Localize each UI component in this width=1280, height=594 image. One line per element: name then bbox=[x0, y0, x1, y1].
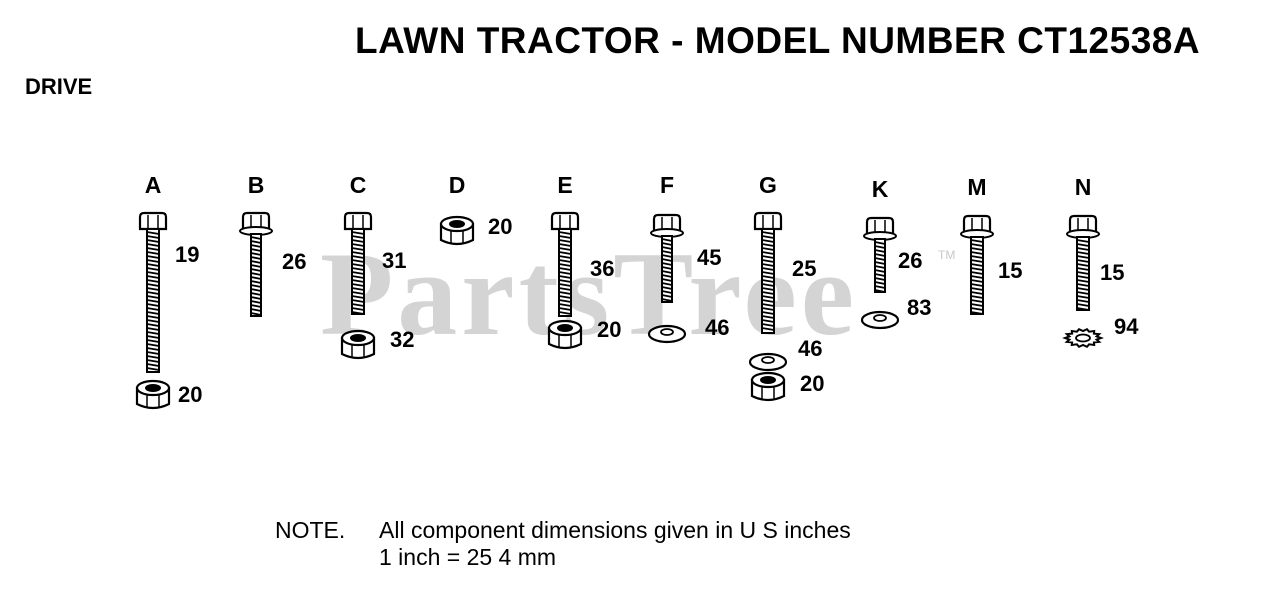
part-ref-number: 46 bbox=[705, 315, 729, 340]
hardware-group-a: A 19 20 bbox=[135, 172, 202, 410]
hardware-group-c: C 31 32 bbox=[340, 172, 414, 360]
group-letter: A bbox=[145, 172, 162, 198]
part-ref-number: 32 bbox=[390, 327, 414, 352]
group-letter: E bbox=[557, 172, 572, 198]
part-ref-number: 36 bbox=[590, 256, 614, 281]
group-letter: N bbox=[1075, 174, 1092, 200]
note: NOTE. All component dimensions given in U… bbox=[275, 517, 851, 571]
hardware-group-n: N 15 94 bbox=[1062, 174, 1139, 349]
lock-nut bbox=[439, 215, 475, 246]
part-ref-number: 26 bbox=[898, 248, 922, 273]
hex-bolt bbox=[343, 211, 373, 315]
group-letter: K bbox=[872, 176, 889, 202]
part-ref-number: 20 bbox=[800, 371, 824, 396]
lock-nut bbox=[547, 319, 583, 350]
note-line-1: All component dimensions given in U S in… bbox=[379, 517, 851, 543]
hex-bolt bbox=[550, 211, 580, 317]
hardware-group-e: E 36 20 bbox=[547, 172, 621, 350]
part-ref-number: 15 bbox=[1100, 260, 1124, 285]
part-ref-number: 15 bbox=[998, 258, 1022, 283]
group-letter: D bbox=[449, 172, 466, 198]
group-letter: C bbox=[350, 172, 367, 198]
group-letter: M bbox=[967, 174, 986, 200]
group-letter: G bbox=[759, 172, 777, 198]
part-ref-number: 20 bbox=[488, 214, 512, 239]
group-letter: B bbox=[248, 172, 265, 198]
part-ref-number: 20 bbox=[178, 382, 202, 407]
hardware-group-d: D 20 bbox=[439, 172, 512, 246]
flange-bolt bbox=[960, 214, 994, 315]
flat-washer bbox=[748, 352, 788, 372]
part-ref-number: 20 bbox=[597, 317, 621, 342]
hardware-diagram: A 19 20 B 26 C 31 32 D 20 E 36 20 F 45 46 G 25 46 20 K 26 83 M 1… bbox=[135, 172, 1139, 410]
part-ref-number: 46 bbox=[798, 336, 822, 361]
lock-nut bbox=[750, 371, 786, 402]
part-ref-number: 26 bbox=[282, 249, 306, 274]
section-label: DRIVE bbox=[25, 74, 93, 99]
part-ref-number: 25 bbox=[792, 256, 816, 281]
hex-bolt bbox=[753, 211, 783, 334]
note-line-2: 1 inch = 25 4 mm bbox=[379, 544, 557, 570]
flange-bolt-short bbox=[863, 216, 897, 293]
lock-nut bbox=[340, 329, 376, 360]
hardware-group-f: F 45 46 bbox=[647, 172, 729, 344]
watermark-trademark: TM bbox=[938, 248, 956, 262]
hardware-group-b: B 26 bbox=[239, 172, 306, 317]
part-ref-number: 19 bbox=[175, 242, 199, 267]
hex-bolt-long bbox=[138, 211, 168, 373]
hardware-group-k: K 26 83 bbox=[860, 176, 931, 330]
flat-washer bbox=[647, 324, 687, 344]
flange-bolt bbox=[1066, 214, 1100, 311]
flange-bolt-short bbox=[239, 211, 273, 317]
lock-nut bbox=[135, 379, 171, 410]
flat-washer bbox=[860, 310, 900, 330]
star-washer bbox=[1062, 327, 1104, 349]
part-ref-number: 31 bbox=[382, 248, 406, 273]
hardware-group-m: M 15 bbox=[960, 174, 1022, 315]
group-letter: F bbox=[660, 172, 674, 198]
page-title: LAWN TRACTOR - MODEL NUMBER CT12538A bbox=[355, 20, 1201, 61]
part-ref-number: 83 bbox=[907, 295, 931, 320]
flange-bolt-short bbox=[650, 213, 684, 303]
part-ref-number: 45 bbox=[697, 245, 721, 270]
part-ref-number: 94 bbox=[1114, 314, 1139, 339]
note-label: NOTE. bbox=[275, 517, 346, 543]
hardware-group-g: G 25 46 20 bbox=[748, 172, 824, 402]
